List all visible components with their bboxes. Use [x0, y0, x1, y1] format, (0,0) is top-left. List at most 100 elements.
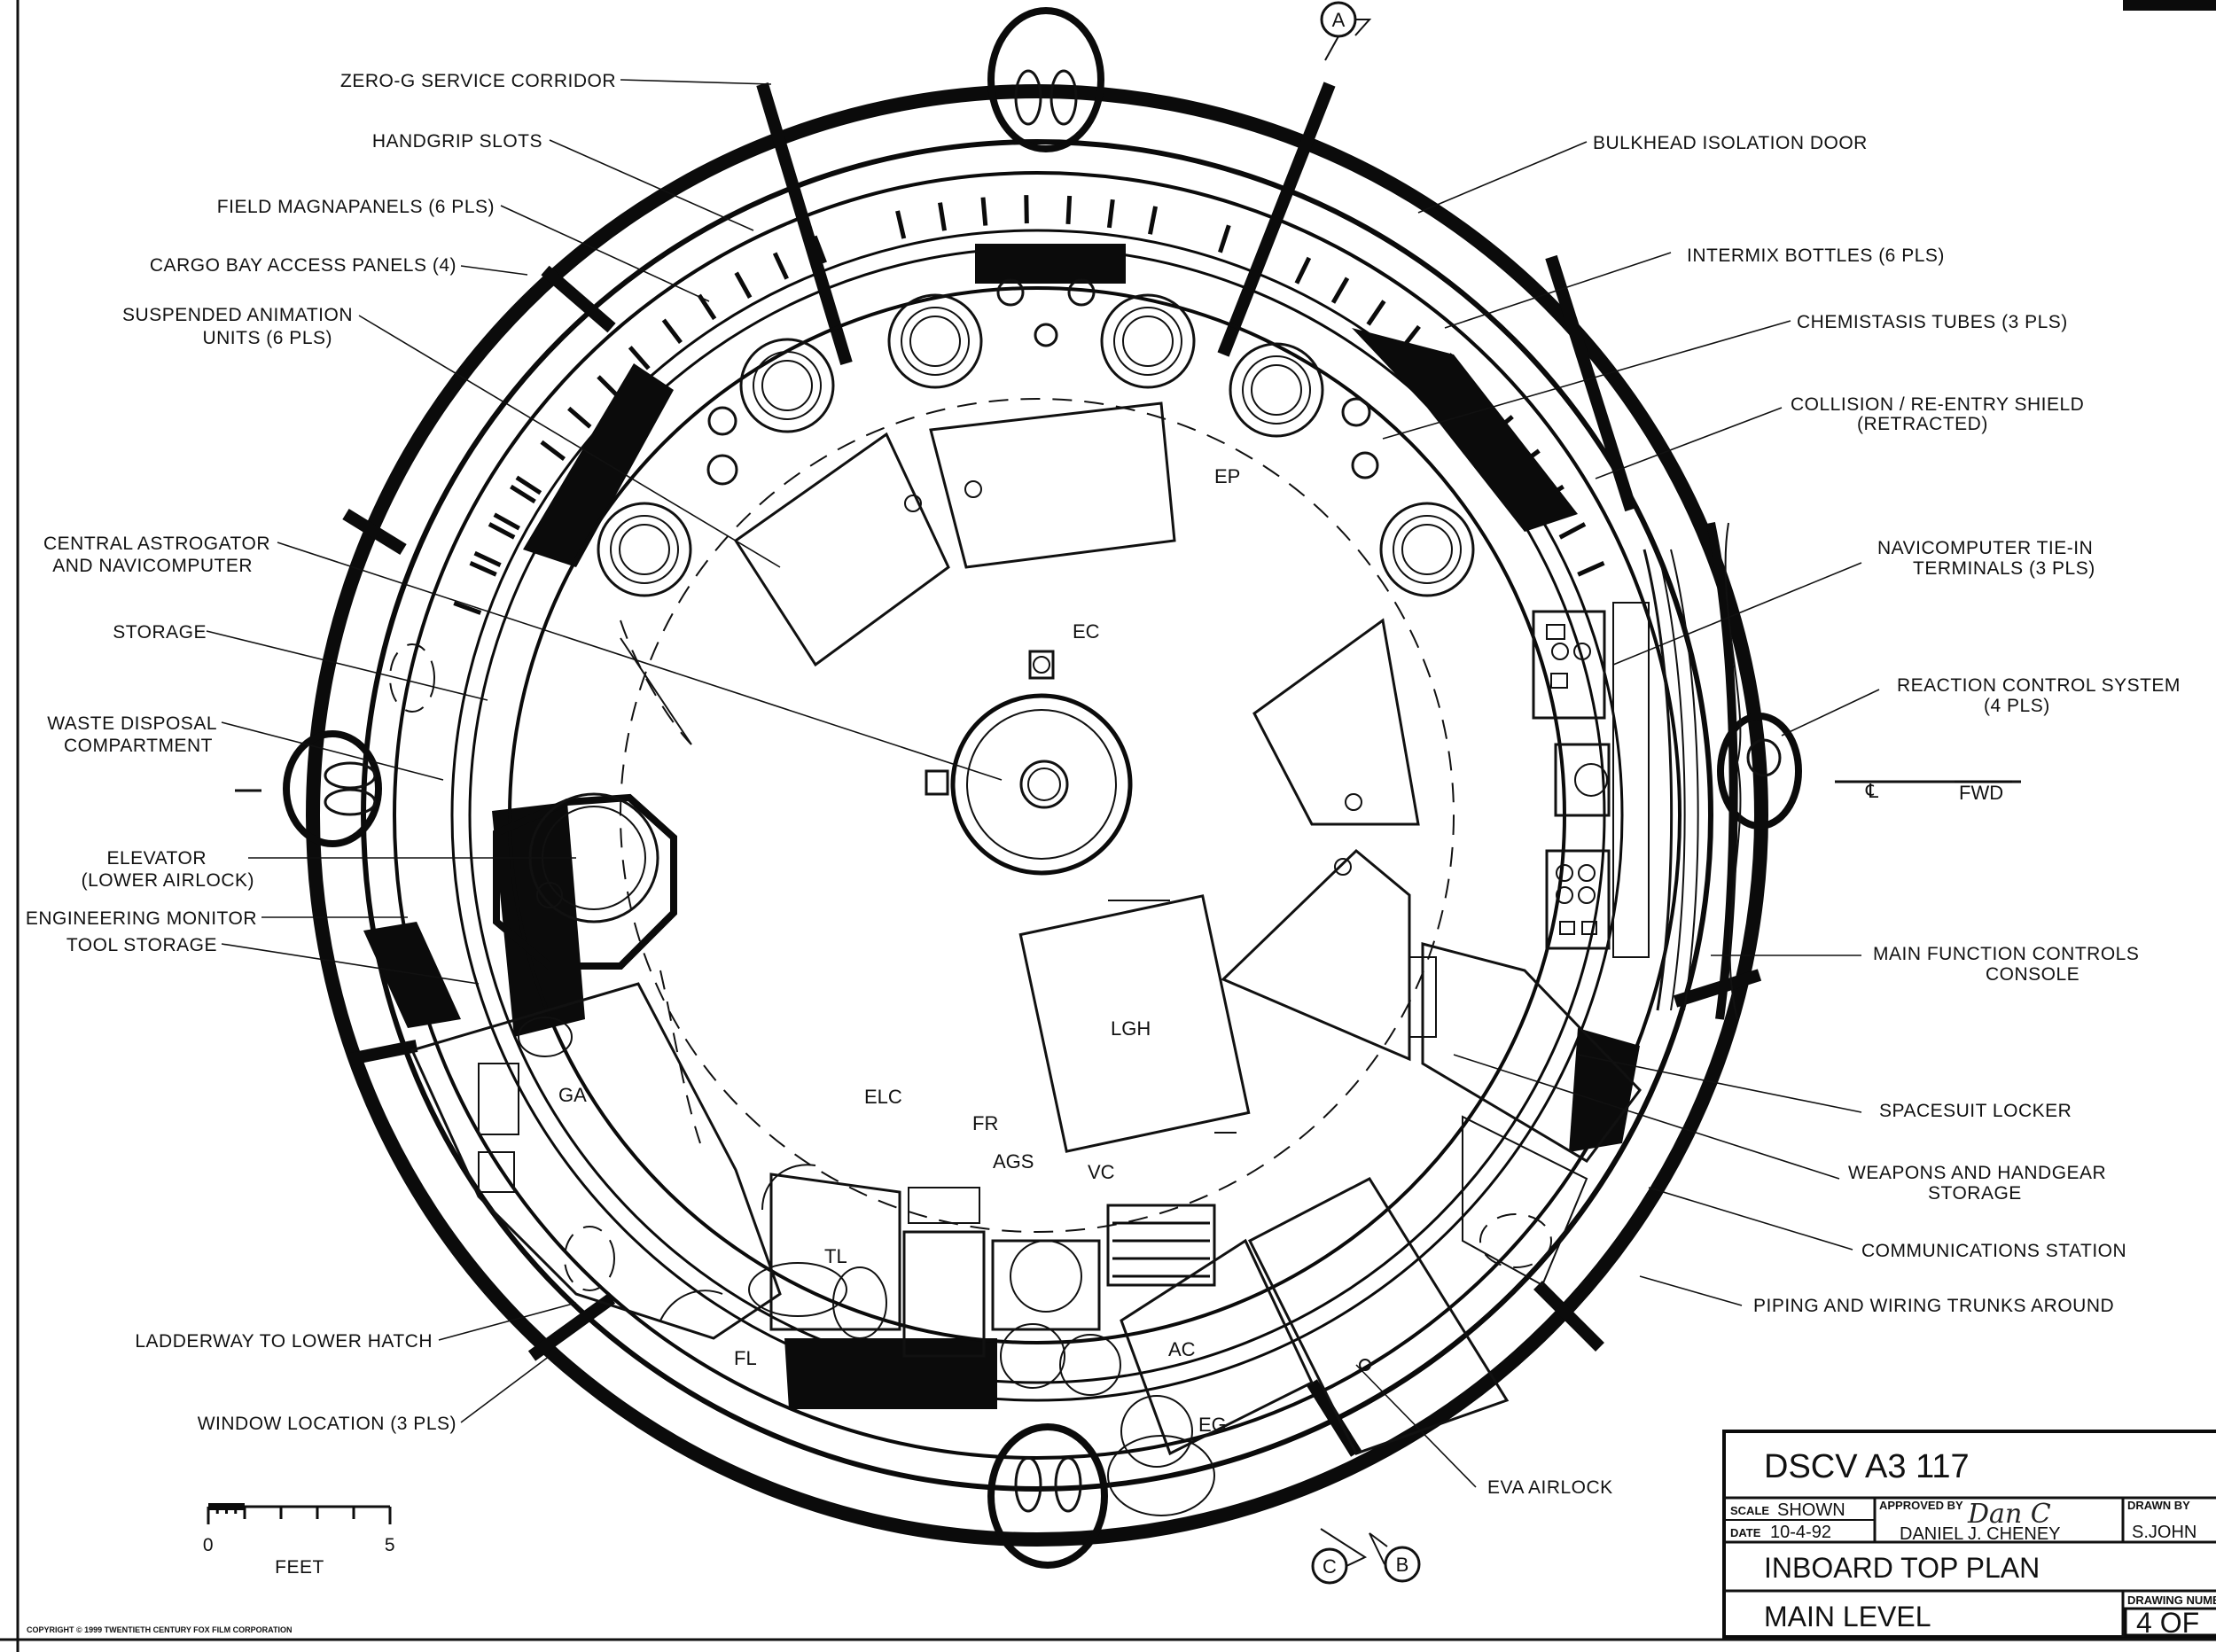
- tag-elc: ELC: [864, 1086, 902, 1108]
- leader-lines: [206, 79, 1880, 1488]
- room-tags: EP EC LGH ELC FR AGS VC GA TL FL AC EG: [558, 465, 1240, 1436]
- door-swings: [620, 620, 1237, 1144]
- callout-window-location: WINDOW LOCATION (3 PLS): [198, 1414, 456, 1434]
- date-value: 10-4-92: [1770, 1523, 1831, 1542]
- centerline-forward: ℄ FWD: [235, 780, 2021, 804]
- intermix-bottles: [706, 278, 1379, 486]
- lower-compartments: [410, 982, 1510, 1516]
- airlock-pods: [283, 7, 1802, 1569]
- handgrip-slot: [540, 440, 566, 461]
- sa-unit-1: [597, 502, 692, 597]
- handgrip-slot: [515, 475, 542, 495]
- tag-fl: FL: [734, 1347, 757, 1369]
- left-callouts: ZERO-G SERVICE CORRIDOR HANDGRIP SLOTS F…: [26, 71, 616, 1434]
- callout-communications: COMMUNICATIONS STATION: [1861, 1241, 2126, 1261]
- scale-bar: 0 5 FEET: [203, 1503, 395, 1578]
- handgrip-slot: [1366, 300, 1386, 326]
- callout-suspended-animation-2: UNITS (6 PLS): [202, 328, 332, 348]
- callout-intermix-bottles: INTERMIX BOTTLES (6 PLS): [1687, 245, 1945, 266]
- tag-ec: EC: [1073, 620, 1100, 643]
- section-marker-b: B: [1369, 1532, 1421, 1583]
- callout-elevator: ELEVATOR: [106, 848, 207, 869]
- handgrip-slot: [1558, 522, 1587, 540]
- callout-weapons-storage: WEAPONS AND HANDGEAR: [1848, 1163, 2106, 1183]
- fwd-label: FWD: [1959, 782, 2003, 804]
- spacesuit-locker-room: [1408, 942, 1642, 1287]
- handgrip-slot: [1106, 199, 1115, 229]
- callout-ladderway: LADDERWAY TO LOWER HATCH: [135, 1331, 433, 1352]
- handgrip-slot: [567, 406, 592, 429]
- main-function-console: [1532, 521, 1742, 1020]
- handgrip-slot: [1294, 256, 1312, 284]
- callout-astrogator: CENTRAL ASTROGATOR: [43, 534, 270, 554]
- tag-tl: TL: [824, 1245, 847, 1267]
- handgrip-slot: [1065, 195, 1073, 225]
- scale-label: SCALE: [1730, 1504, 1769, 1517]
- sa-unit-4: [1100, 293, 1196, 389]
- handgrip-slot: [661, 318, 683, 345]
- approver-name: DANIEL J. CHENEY: [1900, 1524, 2061, 1544]
- date-label: DATE: [1730, 1526, 1761, 1539]
- callout-engineering-monitor: ENGINEERING MONITOR: [26, 908, 257, 929]
- handgrip-slot: [510, 484, 536, 504]
- callout-navicomputer-terminals-2: TERMINALS (3 PLS): [1913, 558, 2095, 579]
- handgrip-slot: [734, 271, 753, 299]
- handgrip-slot: [469, 561, 497, 577]
- handgrip-slot: [1218, 224, 1231, 253]
- tag-vc: VC: [1088, 1161, 1115, 1183]
- callout-collision-shield-2: (RETRACTED): [1857, 414, 1988, 434]
- approver-signature: Dan C: [1967, 1499, 2051, 1530]
- callout-navicomputer-terminals: NAVICOMPUTER TIE-IN: [1877, 538, 2093, 558]
- suspended-animation-units: [597, 278, 1475, 597]
- handgrip-slot: [1024, 195, 1029, 224]
- tag-ac: AC: [1168, 1338, 1196, 1360]
- callout-main-function-controls-2: CONSOLE: [1986, 964, 2079, 985]
- handgrip-slot: [628, 346, 651, 370]
- callout-eva-airlock: EVA AIRLOCK: [1487, 1477, 1613, 1498]
- callout-chemistasis-tubes: CHEMISTASIS TUBES (3 PLS): [1797, 312, 2068, 332]
- tag-fr: FR: [972, 1112, 998, 1134]
- hull-rings: [306, 84, 1768, 1547]
- drawn-label: DRAWN BY: [2127, 1499, 2190, 1512]
- callout-weapons-storage-2: STORAGE: [1928, 1183, 2022, 1204]
- callout-main-function-controls: MAIN FUNCTION CONTROLS: [1873, 944, 2139, 964]
- callout-waste-disposal: WASTE DISPOSAL: [47, 713, 217, 734]
- callout-bulkhead-door: BULKHEAD ISOLATION DOOR: [1593, 133, 1868, 153]
- tag-ga: GA: [558, 1084, 587, 1106]
- drawn-by: S.JOHN: [2132, 1523, 2196, 1542]
- main-cabin: [508, 286, 1566, 1344]
- handgrip-slot: [772, 252, 789, 280]
- handgrip-slot: [453, 601, 482, 615]
- drawing-title: INBOARD TOP PLAN: [1764, 1552, 2040, 1584]
- handgrip-slot: [1148, 206, 1159, 235]
- callout-piping-trunks: PIPING AND WIRING TRUNKS AROUND: [1753, 1296, 2114, 1316]
- corner-mark: [2123, 0, 2216, 11]
- sa-unit-3: [887, 293, 983, 389]
- scale-start: 0: [203, 1535, 214, 1555]
- drawing-id: DSCV A3 117: [1764, 1448, 1970, 1485]
- title-block: DSCV A3 117 SCALE SHOWN DATE 10-4-92 APP…: [1722, 1430, 2216, 1639]
- sheet-label: DRAWING NUMBER: [2127, 1594, 2216, 1607]
- handgrip-slot: [488, 522, 516, 540]
- callout-reaction-control-2: (4 PLS): [1984, 696, 2050, 716]
- tag-eg: EG: [1198, 1414, 1227, 1436]
- inner-pressure-wall: [363, 244, 1640, 1409]
- tag-ep: EP: [1214, 465, 1240, 487]
- handgrip-slot: [938, 202, 947, 231]
- callout-spacesuit-locker: SPACESUIT LOCKER: [1879, 1101, 2072, 1121]
- section-c-label: C: [1323, 1555, 1337, 1578]
- handgrip-slot: [1577, 561, 1605, 577]
- handgrip-slot: [697, 293, 717, 321]
- handgrip-slot: [812, 235, 827, 264]
- callout-elevator-2: (LOWER AIRLOCK): [82, 870, 254, 891]
- section-marker-a: A: [1320, 1, 1372, 61]
- handgrip-slot: [980, 197, 988, 226]
- scale-unit: FEET: [275, 1557, 324, 1578]
- callout-zero-g-corridor: ZERO-G SERVICE CORRIDOR: [340, 71, 616, 91]
- section-b-label: B: [1396, 1554, 1409, 1576]
- callout-storage: STORAGE: [113, 622, 207, 643]
- handgrip-slot: [493, 512, 520, 531]
- callout-tool-storage: TOOL STORAGE: [66, 935, 217, 955]
- callout-waste-disposal-2: COMPARTMENT: [64, 736, 213, 756]
